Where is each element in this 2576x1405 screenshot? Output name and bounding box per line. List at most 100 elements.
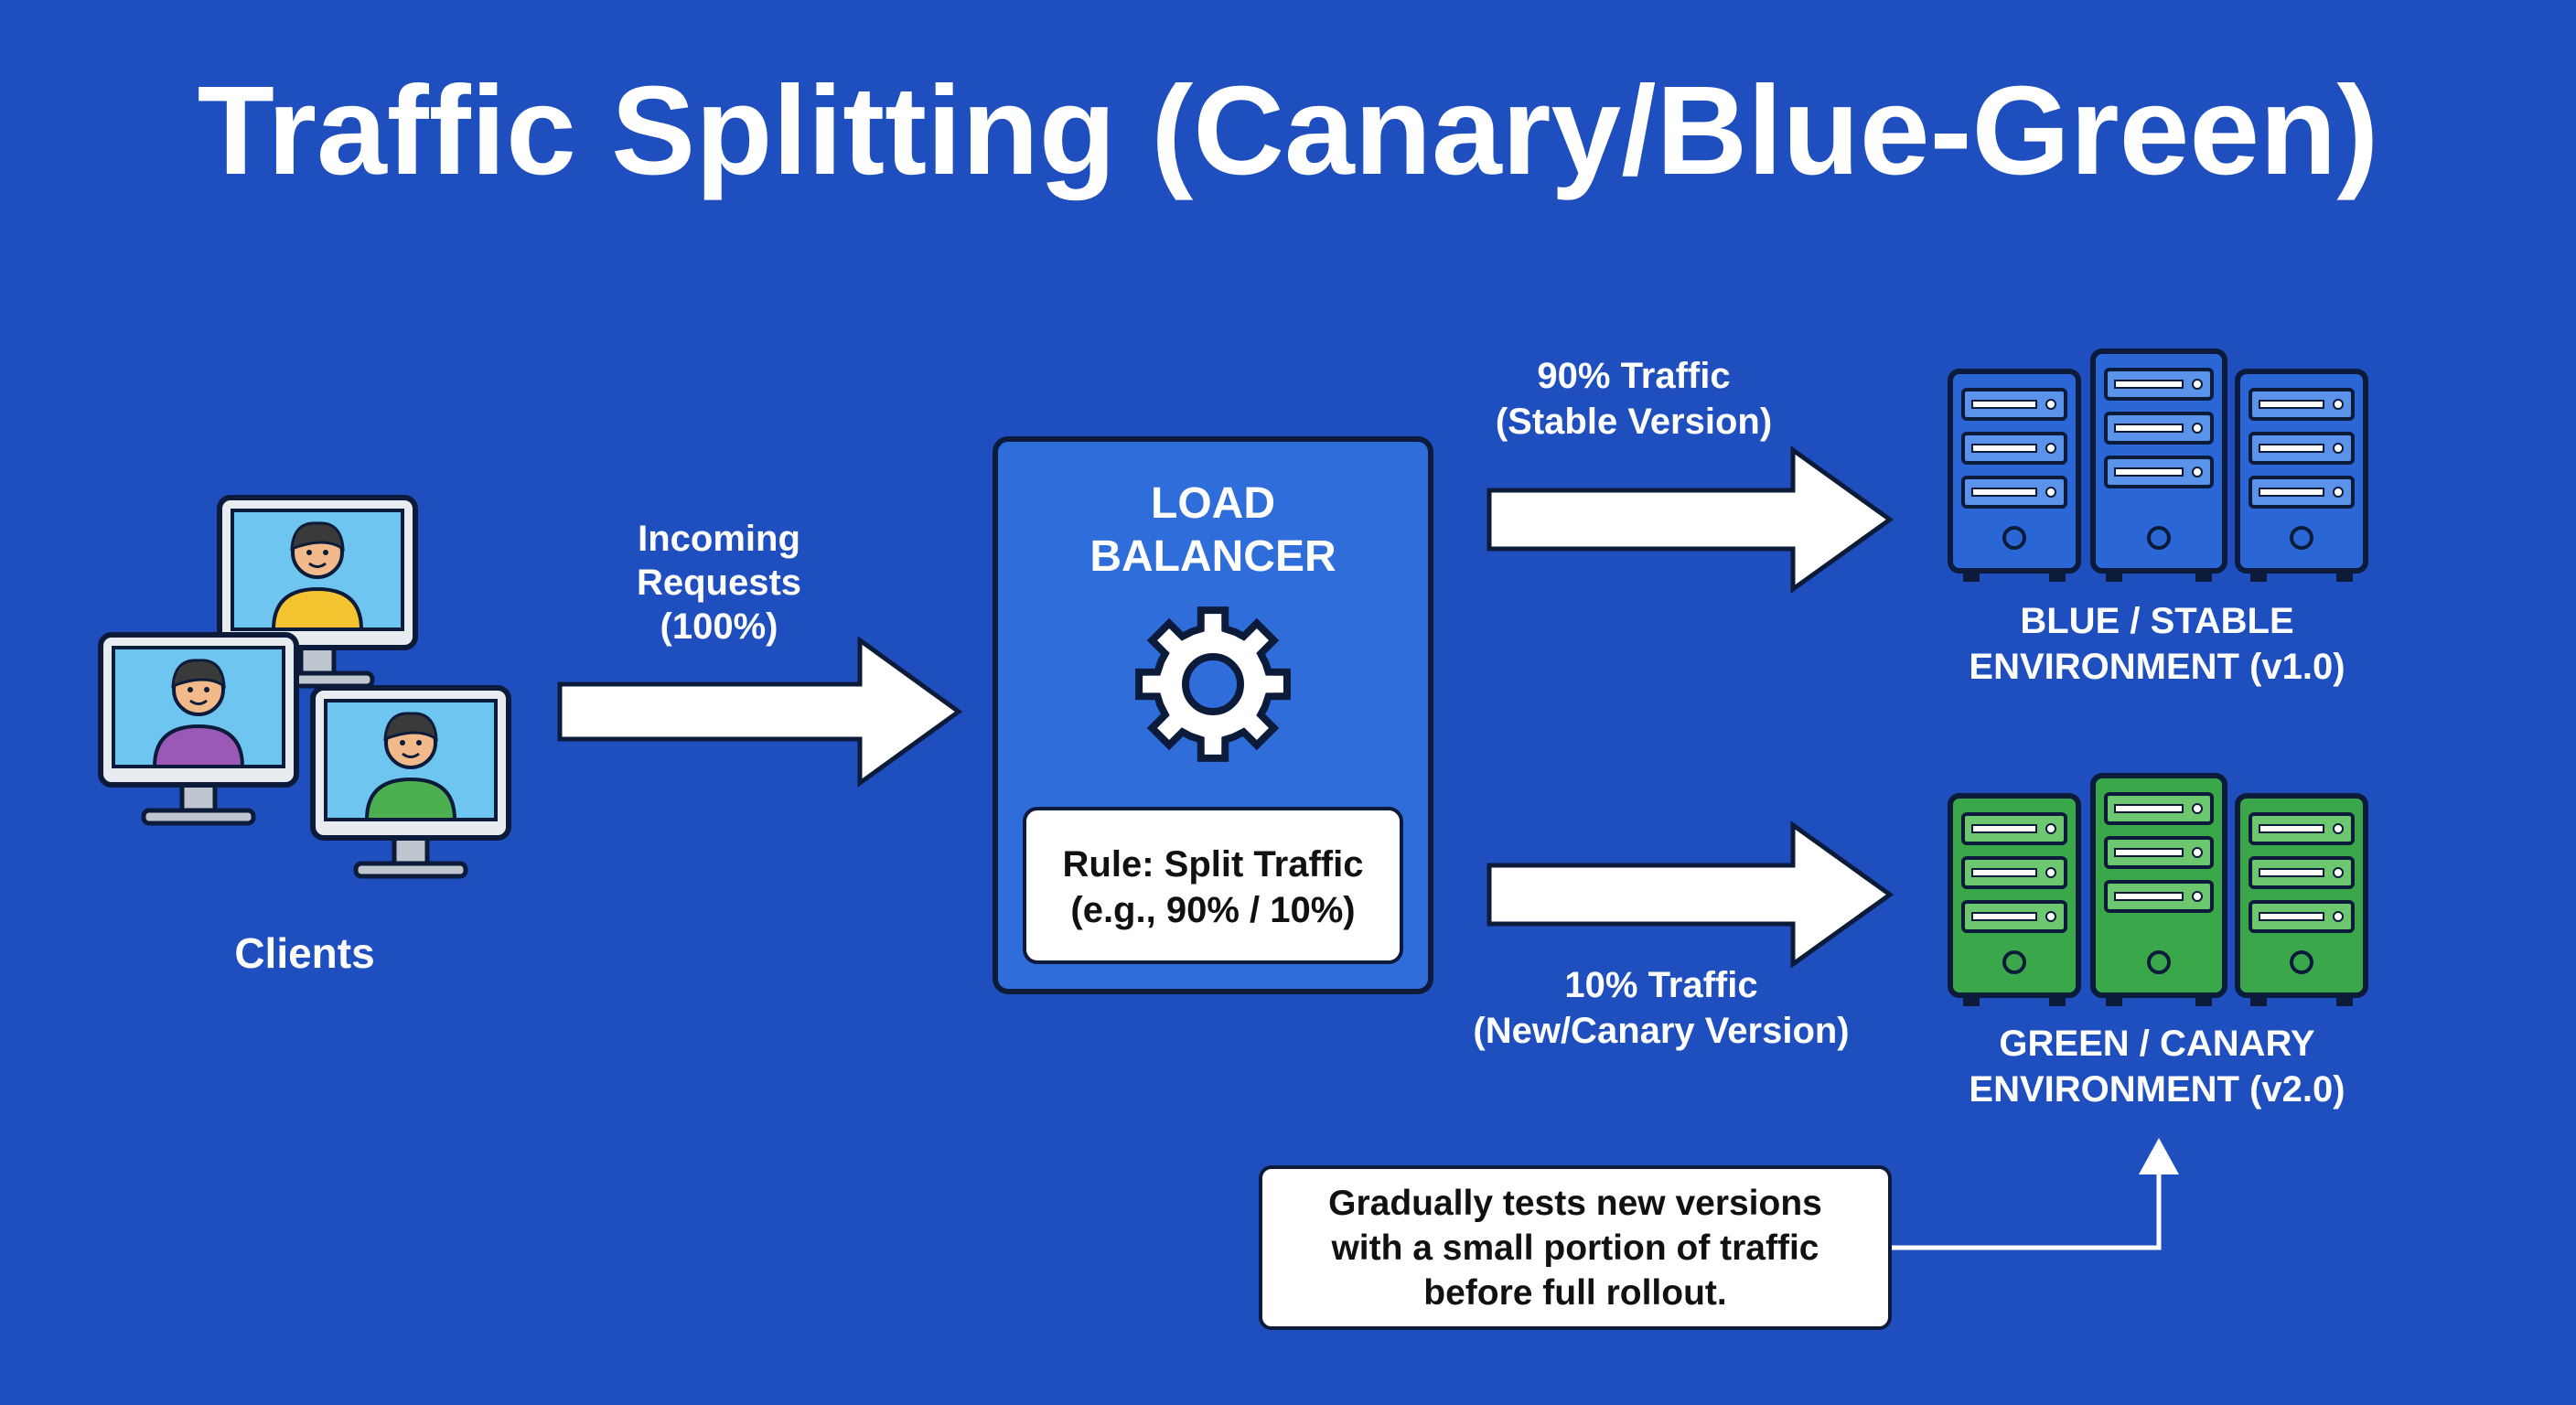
person-hair (171, 659, 226, 690)
green-server-cluster (1948, 773, 2368, 1006)
server-led (2333, 867, 2344, 878)
server-led (2192, 423, 2203, 434)
server-body (1948, 369, 2081, 574)
person-body (152, 724, 245, 768)
load-balancer-title-line2: BALANCER (1089, 532, 1336, 581)
person-hair (290, 521, 345, 552)
green-env-label-line1: GREEN / CANARY (1999, 1024, 2315, 1064)
server-power-button (2147, 950, 2171, 974)
incoming-label-line2: Requests (637, 563, 801, 603)
note-connector-arrowhead (2139, 1138, 2179, 1174)
note-text-line2: with a small portion of traffic (1330, 1228, 1819, 1268)
server-led (2192, 803, 2203, 814)
server-slot-bar (2259, 868, 2324, 877)
person-body (364, 777, 457, 821)
person-smile (189, 699, 208, 705)
client-monitor (98, 632, 299, 826)
note-box (1259, 1165, 1892, 1330)
incoming-label-line1: Incoming (638, 519, 800, 559)
rule-box (1023, 807, 1403, 964)
server-slot-bar (1971, 444, 2037, 453)
server-slot-bar (1971, 868, 2037, 877)
server-body (2235, 793, 2368, 998)
server-slot-bar (1971, 824, 2037, 833)
server-slot-bar (2114, 467, 2184, 477)
blue-server-cluster (1948, 349, 2368, 582)
server-led (2192, 379, 2203, 390)
server-led (2045, 911, 2056, 922)
server-led (2045, 399, 2056, 410)
server-icon (2235, 793, 2368, 1006)
server-led (2333, 823, 2344, 834)
server-led (2333, 399, 2344, 410)
server-slot-bar (1971, 400, 2037, 409)
server-led (2045, 867, 2056, 878)
server-led (2192, 467, 2203, 477)
load-balancer-title-line1: LOAD (1151, 479, 1275, 528)
monitor-base (353, 861, 468, 879)
server-led (2045, 487, 2056, 498)
client-monitor (310, 685, 511, 879)
person-smile (402, 752, 420, 758)
canary-route-label-line2: (New/Canary Version) (1473, 1011, 1849, 1051)
server-slot-bar (2259, 824, 2324, 833)
server-led (2333, 443, 2344, 454)
server-body (1948, 793, 2081, 998)
person-eye (306, 550, 312, 555)
server-slot-bar (1971, 488, 2037, 497)
blue-env-label-line1: BLUE / STABLE (2020, 601, 2293, 641)
person-body (271, 586, 364, 631)
stable-route-arrow (1487, 445, 1894, 594)
note-text-line3: before full rollout. (1423, 1273, 1726, 1313)
server-slot-bar (2259, 444, 2324, 453)
stable-route-label-line1: 90% Traffic (1537, 356, 1730, 396)
gear-icon (1135, 606, 1291, 762)
server-icon (2235, 369, 2368, 582)
green-env-label-line2: ENVIRONMENT (v2.0) (1969, 1069, 2345, 1110)
server-power-button (2290, 526, 2313, 550)
server-power-button (2290, 950, 2313, 974)
server-slot-bar (1971, 912, 2037, 921)
note-connector-line (1892, 1171, 2162, 1250)
person-smile (308, 562, 327, 568)
server-slot-bar (2114, 380, 2184, 389)
server-led (2333, 487, 2344, 498)
server-slot-bar (2114, 848, 2184, 857)
server-led (2192, 847, 2203, 858)
note-text-line1: Gradually tests new versions (1328, 1184, 1822, 1223)
server-power-button (2147, 526, 2171, 550)
canary-route-arrow (1487, 820, 1894, 969)
server-slot-bar (2114, 892, 2184, 901)
clients-label: Clients (234, 929, 374, 977)
server-icon (2090, 773, 2227, 1006)
person-eye (400, 740, 405, 745)
page-title: Traffic Splitting (Canary/Blue-Green) (198, 60, 2379, 201)
person-eye (323, 550, 328, 555)
server-icon (1948, 793, 2081, 1006)
client-monitor (217, 495, 418, 689)
incoming-label-line3: (100%) (660, 606, 778, 647)
server-icon (1948, 369, 2081, 582)
server-icon (2090, 349, 2227, 582)
server-led (2045, 823, 2056, 834)
server-body (2235, 369, 2368, 574)
server-power-button (2002, 950, 2026, 974)
incoming-arrow (557, 636, 963, 788)
rule-text-line1: Rule: Split Traffic (1063, 844, 1364, 885)
rule-text-line2: (e.g., 90% / 10%) (1070, 890, 1355, 930)
server-slot-bar (2114, 804, 2184, 813)
clients-group (98, 495, 511, 879)
person-eye (188, 687, 193, 692)
stable-route-label-line2: (Stable Version) (1496, 402, 1772, 442)
canary-route-label-line1: 10% Traffic (1564, 965, 1757, 1005)
server-slot-bar (2114, 424, 2184, 433)
person-eye (416, 740, 422, 745)
person-hair (383, 712, 438, 743)
server-led (2192, 891, 2203, 902)
server-led (2045, 443, 2056, 454)
server-slot-bar (2259, 488, 2324, 497)
blue-env-label-line2: ENVIRONMENT (v1.0) (1969, 647, 2345, 687)
server-slot-bar (2259, 400, 2324, 409)
person-eye (204, 687, 209, 692)
